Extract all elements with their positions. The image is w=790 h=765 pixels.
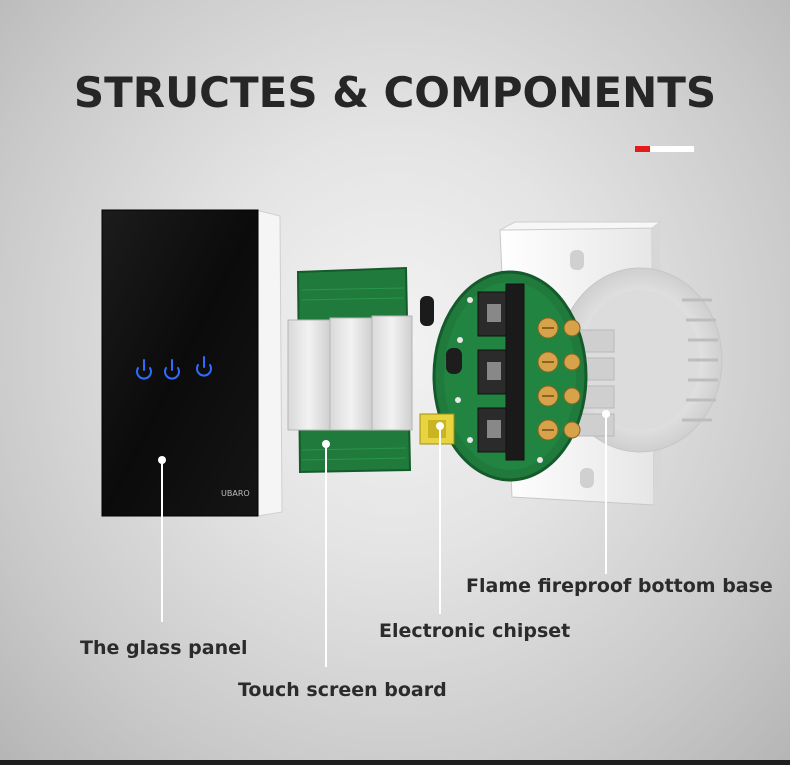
power-icon [196, 356, 212, 377]
callout-lines [158, 410, 610, 667]
power-icon [164, 359, 180, 380]
electronic-chipset [419, 270, 588, 482]
bottom-border [0, 760, 790, 765]
chipset-label: Electronic chipset [379, 620, 571, 642]
page-title: STRUCTES & COMPONENTS [73, 68, 717, 117]
panel-brand: UBARO [221, 489, 250, 498]
touch-board-label: Touch screen board [238, 679, 447, 701]
power-icon [136, 359, 152, 380]
glass-panel-label: The glass panel [80, 637, 248, 659]
touch-screen-board [287, 266, 413, 474]
glass-panel: UBARO [101, 209, 283, 517]
bottom-base-label: Flame fireproof bottom base [466, 575, 773, 597]
